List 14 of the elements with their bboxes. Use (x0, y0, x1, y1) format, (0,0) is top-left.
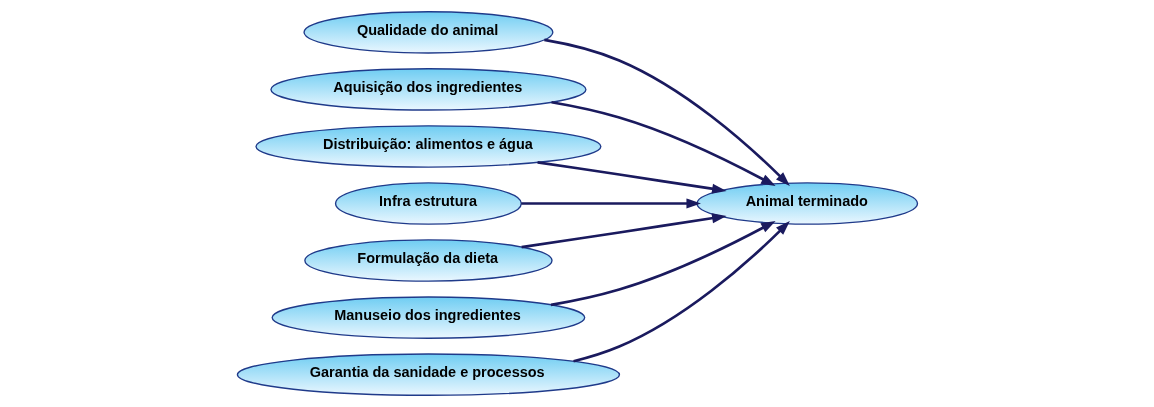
node-ellipse: Infra estrutura (334, 182, 522, 225)
arrow (543, 38, 790, 187)
node-ellipse: Aquisição dos ingredientes (269, 68, 587, 111)
arrow (520, 213, 727, 249)
arrow (550, 220, 776, 307)
node-ellipse: Garantia da sanidade e processos (236, 353, 620, 396)
node-ellipse: Manuseio dos ingredientes (271, 296, 585, 339)
arrow (520, 198, 701, 209)
node-ellipse: Distribuição: alimentos e água (254, 125, 602, 168)
node-ellipse: Formulação da dieta (303, 239, 553, 282)
arrow (550, 100, 776, 187)
arrow (536, 160, 727, 194)
node-ellipse: Qualidade do animal (302, 11, 553, 54)
arrow (572, 220, 790, 363)
